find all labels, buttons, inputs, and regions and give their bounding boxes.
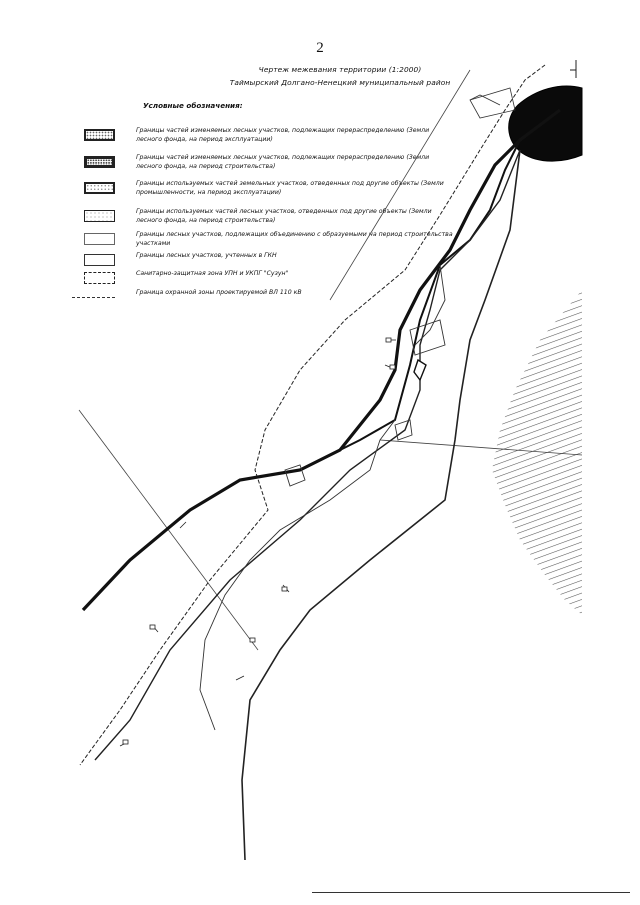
legend-swatch [84,156,115,168]
grid-line [329,69,471,301]
parcel-outline [394,419,413,441]
legend-item: Границы частей изменяемых лесных участко… [84,154,444,180]
hatched-area [492,290,582,615]
legend-item: Границы испольэуемых частей земельных уч… [84,180,444,206]
legend-label: Границы частей изменяемых лесных участко… [136,127,430,143]
legend-swatch [84,210,115,222]
survey-markers [122,337,396,745]
legend-item: Границы используемых частей лесных участ… [84,208,444,234]
legend-label: Границы лесных участков, учтенных в ГКН [136,252,277,259]
legend-item: Санитарно-защитная зона УПН и УКПГ "Сузу… [84,270,444,296]
legend-label: Границы частей изменяемых лесных участко… [136,154,430,170]
legend-swatch [84,233,115,245]
parcel-outline [469,87,516,119]
legend-item: Границы лесных участков, учтенных в ГКН [84,252,444,278]
production-site-area [508,85,583,162]
legend-label: Границы лесных участков, подлежащих объе… [136,231,453,247]
bottom-rule [312,892,630,893]
legend-item: Границы частей изменяемых лесных участко… [84,127,444,153]
grid-line [379,439,583,456]
legend-label: Границы испольэуемых частей земельных уч… [136,180,444,196]
track-line [199,94,501,731]
legend-item: Граница охранной зоны проектируемой ВЛ 1… [72,289,444,315]
protection-zone-boundary [79,64,546,766]
secondary-corridor [299,139,521,471]
survey-ticks [119,339,396,747]
drawing-title: Чертеж межевания территории (1:2000) [258,65,422,74]
page-number: 2 [316,40,324,56]
legend-swatch [84,272,115,284]
legend-label: Граница охранной зоны проектируемой ВЛ 1… [136,289,302,296]
parcel-outline [413,358,427,382]
parcel-outline [284,464,306,487]
main-corridor [81,108,561,612]
pipeline-line [94,149,521,761]
legend-label: Границы используемых частей лесных участ… [136,208,432,224]
parcel-outline [409,319,446,356]
legend-swatch [72,291,115,303]
grid-line [78,409,259,651]
legend-swatch [84,254,115,266]
frame-bracket [570,60,577,78]
legend-heading: Условные обозначения: [143,101,243,110]
legend-label: Санитарно-защитная зона УПН и УКПГ "Сузу… [136,270,289,277]
legend-item: Границы лесных участков, подлежащих объе… [84,231,453,257]
legend-swatch [84,129,115,141]
drawing-subtitle: Таймырский Долгано-Ненецкий муниципальны… [229,78,451,87]
road-line [241,149,521,861]
legend-swatch [84,182,115,194]
